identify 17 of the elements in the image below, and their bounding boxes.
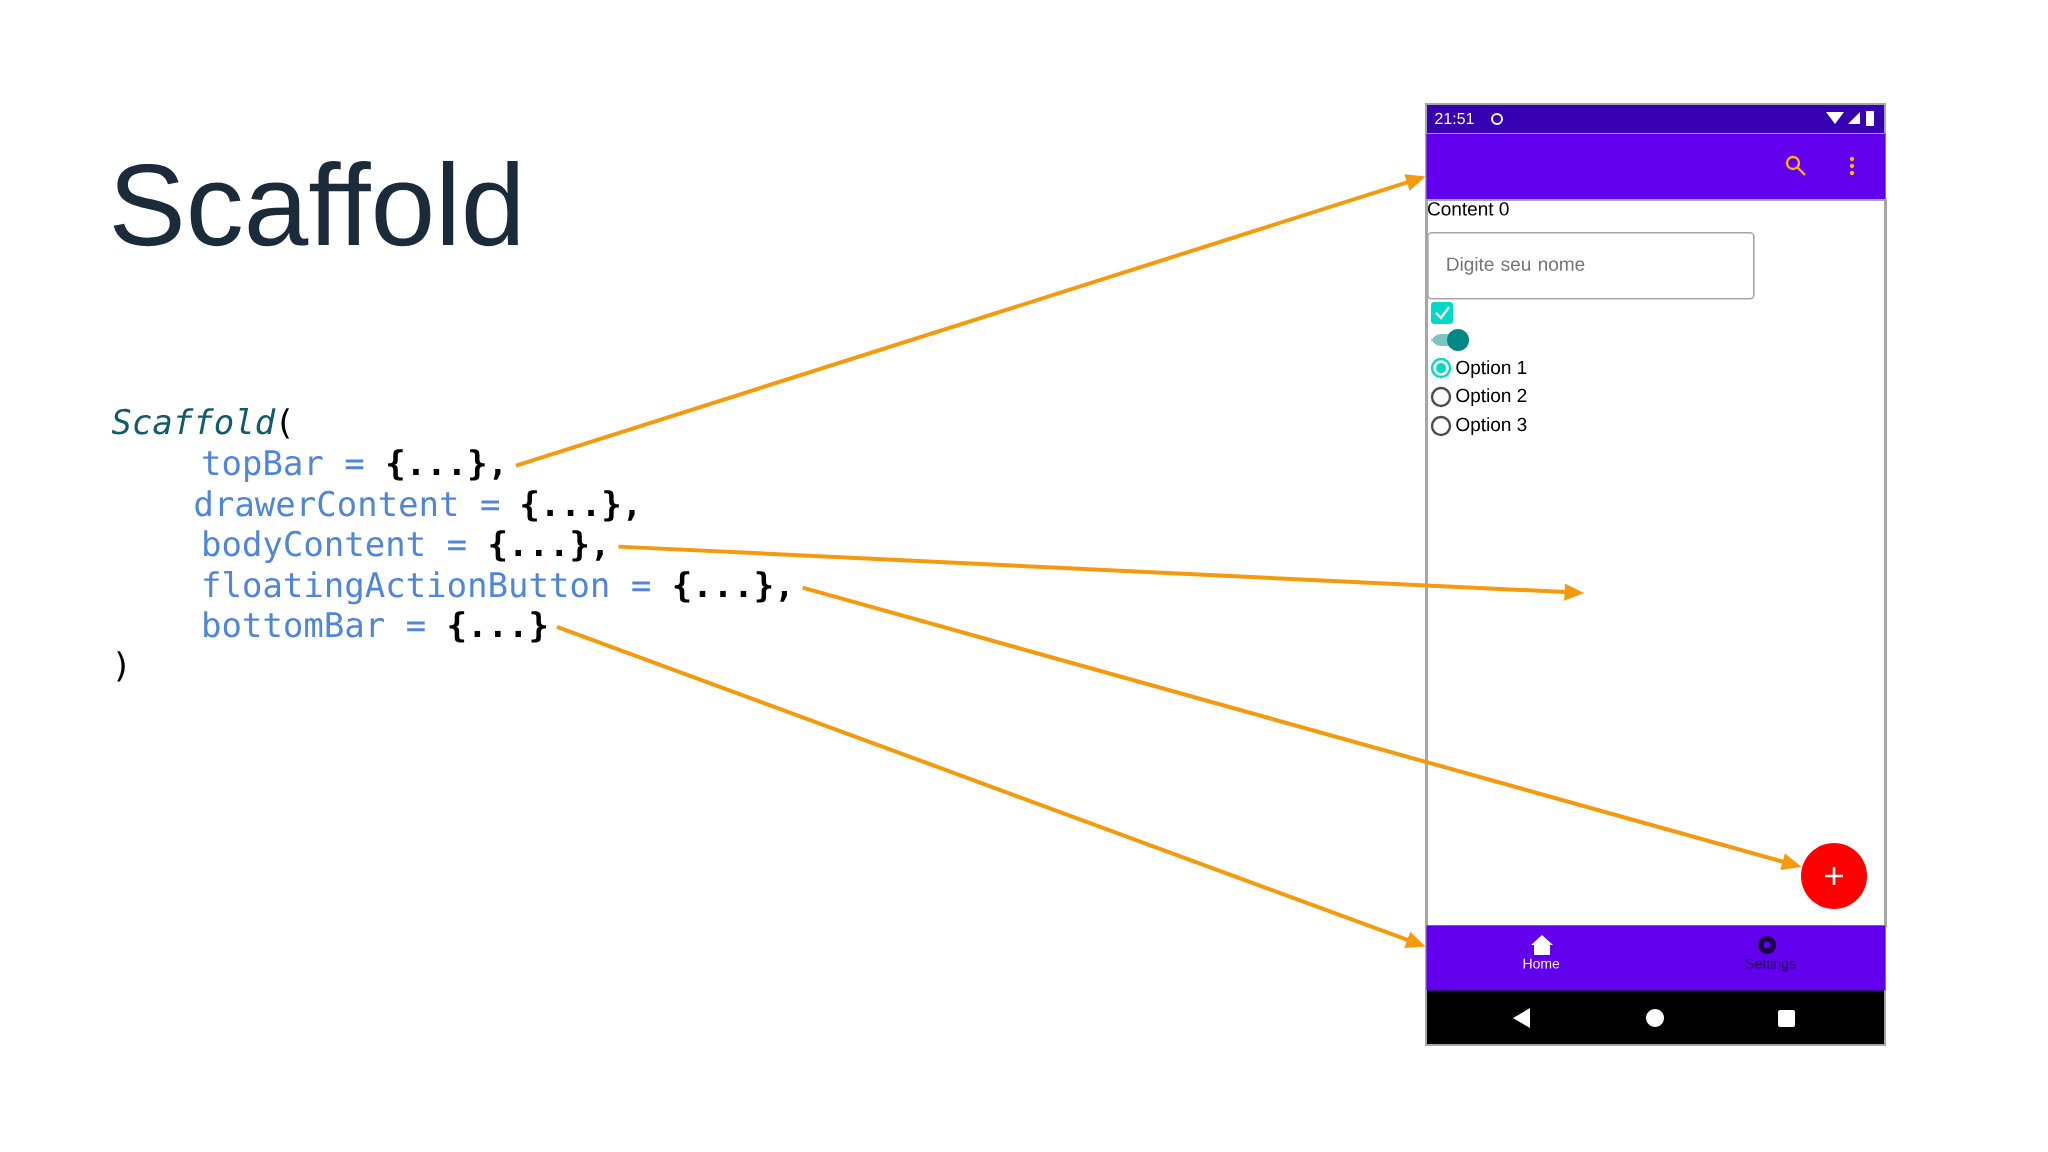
code-text: ( xyxy=(281,408,290,439)
code-text: {...}, xyxy=(522,490,635,522)
option-label: Option 2 xyxy=(1456,388,1527,406)
input-field: Digite seu nome xyxy=(1427,232,1755,300)
bottom-navigation-bar: Home Settings xyxy=(1426,925,1886,991)
title: Scaffold xyxy=(113,160,518,247)
code-text: ) xyxy=(117,651,125,682)
code-text: drawerContent = xyxy=(195,490,499,517)
code-line: bodyContent = {...}, xyxy=(204,530,603,564)
option-label: Option 3 xyxy=(1456,417,1527,435)
option-label: Option 1 xyxy=(1456,360,1527,378)
code-line: topBar = {...}, xyxy=(203,449,501,483)
floating-action-button xyxy=(1801,843,1867,909)
code-keyword: Scaffold xyxy=(111,408,276,435)
code-line: floatingActionButton = {...}, xyxy=(204,571,787,605)
code-line: bottomBar = {...} xyxy=(204,611,547,643)
top-app-bar xyxy=(1426,133,1886,200)
